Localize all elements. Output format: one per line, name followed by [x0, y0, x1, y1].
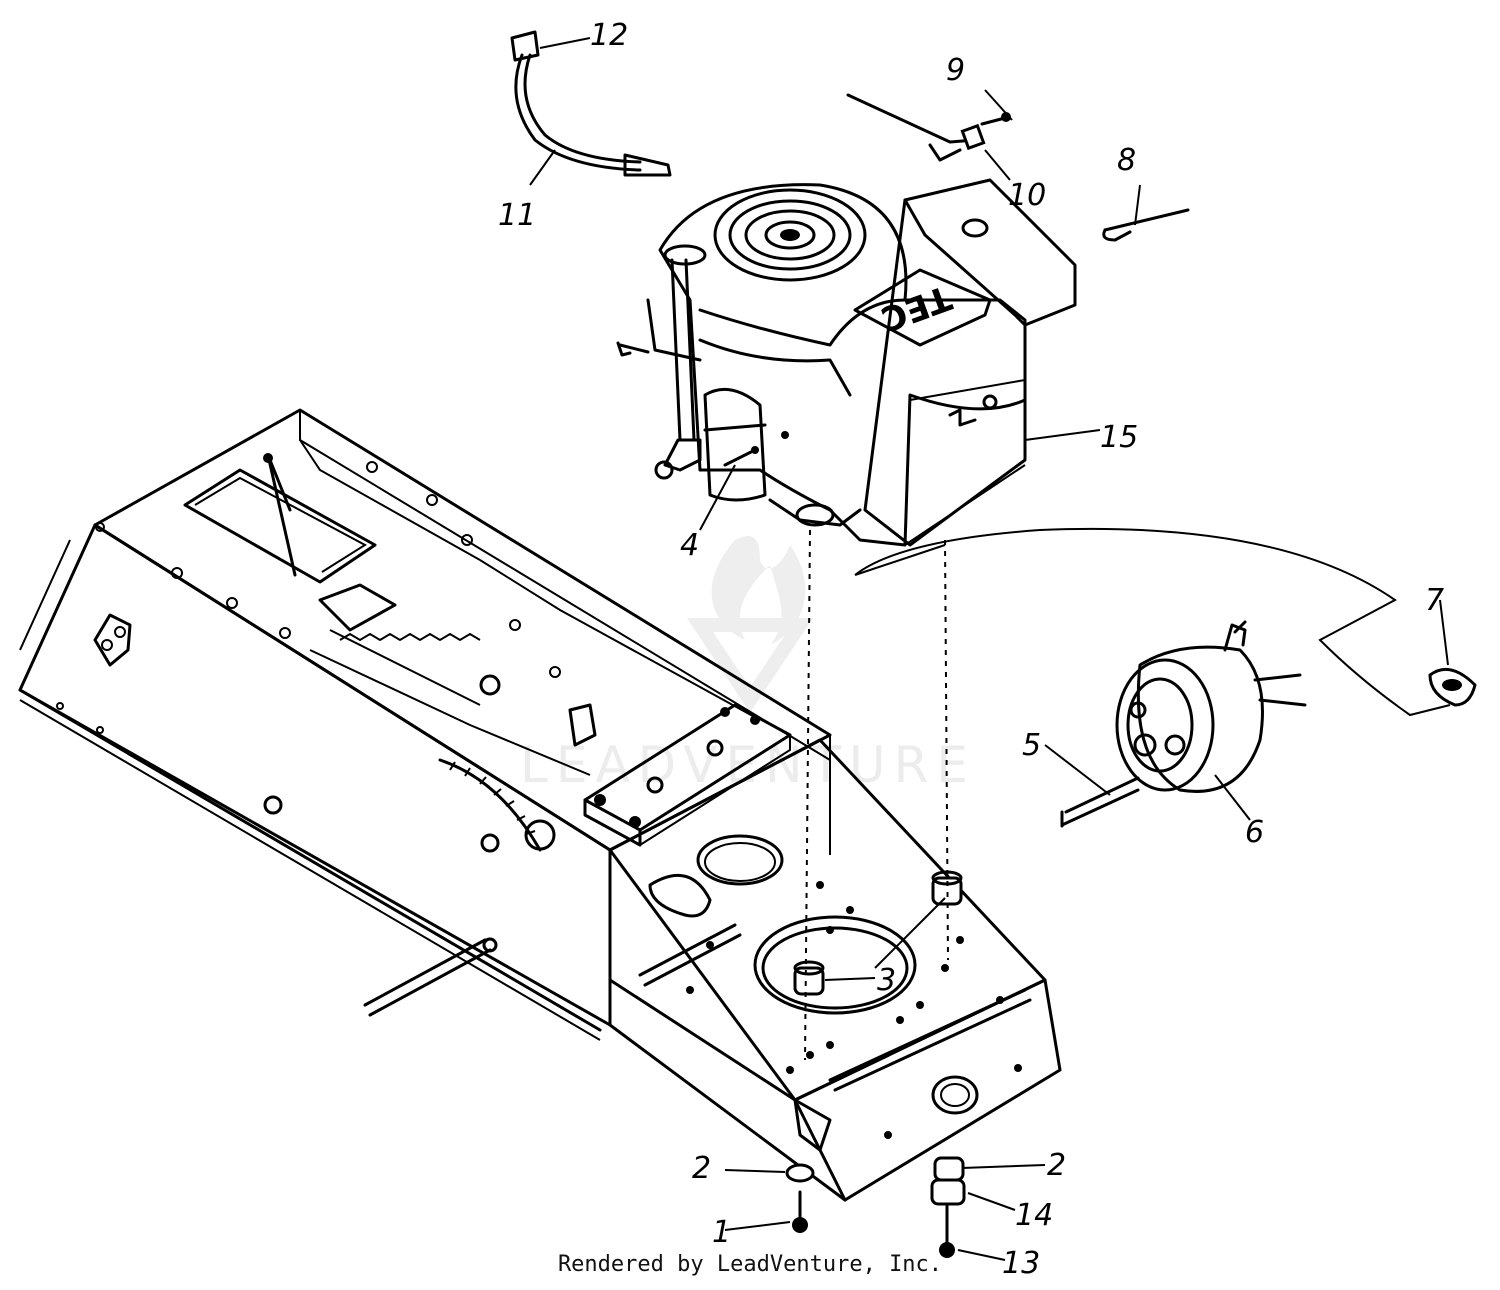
- callout-5: 5: [1022, 728, 1041, 763]
- callout-14: 14: [1015, 1198, 1053, 1233]
- muffler-bolt: [1060, 776, 1140, 828]
- engine-badge-text: TEC: [876, 277, 957, 339]
- callout-2-right: 2: [1047, 1148, 1066, 1183]
- fuel-line: [510, 30, 672, 177]
- callout-7: 7: [1425, 583, 1444, 618]
- callout-15: 15: [1100, 420, 1138, 455]
- callout-1: 1: [712, 1215, 731, 1250]
- spacers: [793, 870, 963, 996]
- callout-10: 10: [1008, 178, 1046, 213]
- callout-11: 11: [498, 198, 536, 233]
- throttle-link: [1102, 208, 1190, 242]
- chassis-frame: [18, 408, 832, 1041]
- engine-screw: [723, 446, 759, 467]
- callout-4: 4: [680, 528, 699, 563]
- callout-3: 3: [877, 963, 896, 998]
- watermark: LEADVENTURE: [520, 536, 976, 794]
- cable-clamp: [846, 93, 1011, 162]
- mount-centerlines: [804, 529, 949, 1061]
- callout-13: 13: [1002, 1246, 1040, 1281]
- callout-6: 6: [1245, 815, 1264, 850]
- callout-12: 12: [590, 18, 628, 53]
- muffler-assembly: [854, 527, 1477, 793]
- engine-mount-plate: [608, 738, 1062, 1202]
- footer-credit: Rendered by LeadVenture, Inc.: [557, 1252, 943, 1277]
- callout-labels: 1 2 2 3 4 5 6 7 8 9 10 11 12 13 14 15: [498, 18, 1444, 1281]
- callout-2-left: 2: [692, 1151, 711, 1186]
- callout-9: 9: [946, 53, 965, 88]
- watermark-text: LEADVENTURE: [520, 736, 976, 794]
- leader-lines: [529, 37, 1449, 1261]
- bottom-hardware: [785, 1156, 966, 1258]
- engine: TEC: [616, 178, 1077, 547]
- callout-8: 8: [1117, 143, 1136, 178]
